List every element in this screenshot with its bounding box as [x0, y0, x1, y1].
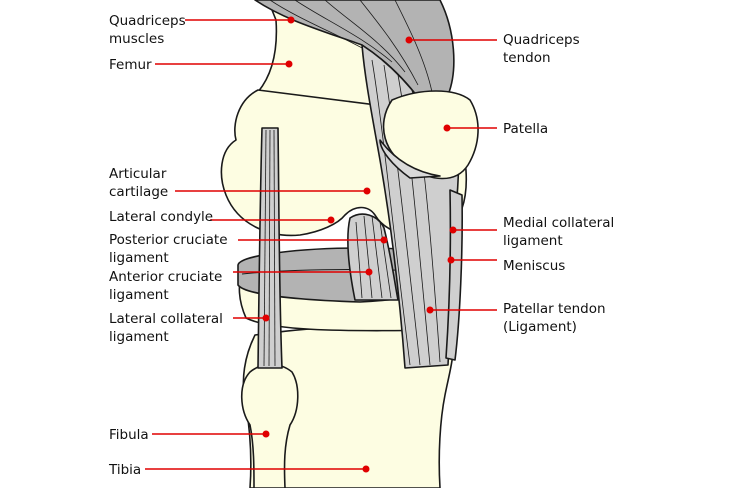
label-patellar-tendon: Patellar tendon (Ligament): [503, 301, 606, 335]
fibula-shape: [240, 363, 299, 488]
label-medial-collateral-ligament: Medial collateral ligament: [503, 215, 615, 249]
medial-collateral-ligament-shape: [445, 189, 463, 361]
quadriceps-muscle-fibers: [269, 0, 433, 93]
label-posterior-cruciate-ligament: Posterior cruciate ligament: [109, 232, 228, 266]
lateral-collateral-ligament-shape: [257, 127, 283, 369]
label-quadriceps-muscles: Quadriceps muscles: [109, 13, 186, 47]
label-quadriceps-tendon: Quadriceps tendon: [503, 32, 580, 66]
label-fibula: Fibula: [109, 427, 149, 443]
patella-shape: [382, 90, 479, 180]
label-patella: Patella: [503, 121, 549, 137]
pointer-lines: [145, 16, 497, 473]
lateral-collateral-fibers: [263, 129, 276, 367]
label-articular-cartilage: Articular cartilage: [109, 166, 169, 200]
label-lateral-collateral-ligament: Lateral collateral ligament: [109, 311, 223, 345]
label-anterior-cruciate-ligament: Anterior cruciate ligament: [109, 269, 223, 303]
cruciate-fibers: [355, 215, 392, 299]
label-meniscus: Meniscus: [503, 258, 566, 274]
label-lateral-condyle: Lateral condyle: [109, 209, 214, 225]
tendon-fibers: [371, 59, 441, 366]
label-femur: Femur: [109, 57, 152, 73]
label-tibia: Tibia: [109, 462, 142, 478]
patella-cartilage: [379, 139, 441, 179]
